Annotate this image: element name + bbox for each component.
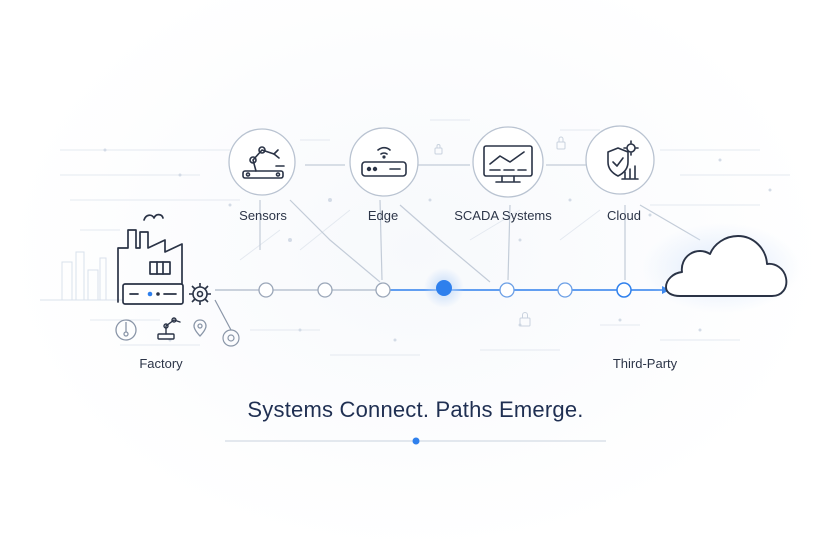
bus-node xyxy=(258,282,274,298)
stage-label-scada: SCADA Systems xyxy=(454,208,552,223)
bus-node xyxy=(375,282,391,298)
robot-arm-small-icon xyxy=(157,317,181,340)
bus-node xyxy=(499,282,515,298)
location-pin-icon xyxy=(193,319,207,337)
bus-node-active xyxy=(436,280,452,296)
endpoint-label-factory: Factory xyxy=(139,356,183,371)
bus-node xyxy=(557,282,573,298)
monitor-chart-icon xyxy=(472,126,544,198)
tagline-underline xyxy=(225,437,606,445)
stage-label-cloud: Cloud xyxy=(607,208,641,223)
thermometer-icon xyxy=(115,319,137,341)
bus-node xyxy=(317,282,333,298)
bus-nodes xyxy=(258,268,632,308)
background-padlock-icons xyxy=(434,136,566,327)
factory-icon xyxy=(40,213,184,305)
sensor-node-icon xyxy=(214,299,240,347)
stage-connectors xyxy=(259,164,701,283)
cloud-icon xyxy=(642,223,802,313)
background-dots xyxy=(103,148,772,342)
shield-gear-chart-icon xyxy=(585,125,655,195)
stage-label-edge: Edge xyxy=(367,208,399,223)
robot-arm-icon xyxy=(228,128,296,196)
edge-router-icon xyxy=(349,127,419,197)
gear-icon xyxy=(189,283,211,305)
stage-label-sensors: Sensors xyxy=(239,208,287,223)
bus-node xyxy=(616,282,632,298)
endpoint-label-third-party: Third-Party xyxy=(612,356,678,371)
tagline: Systems Connect. Paths Emerge. xyxy=(247,397,584,422)
